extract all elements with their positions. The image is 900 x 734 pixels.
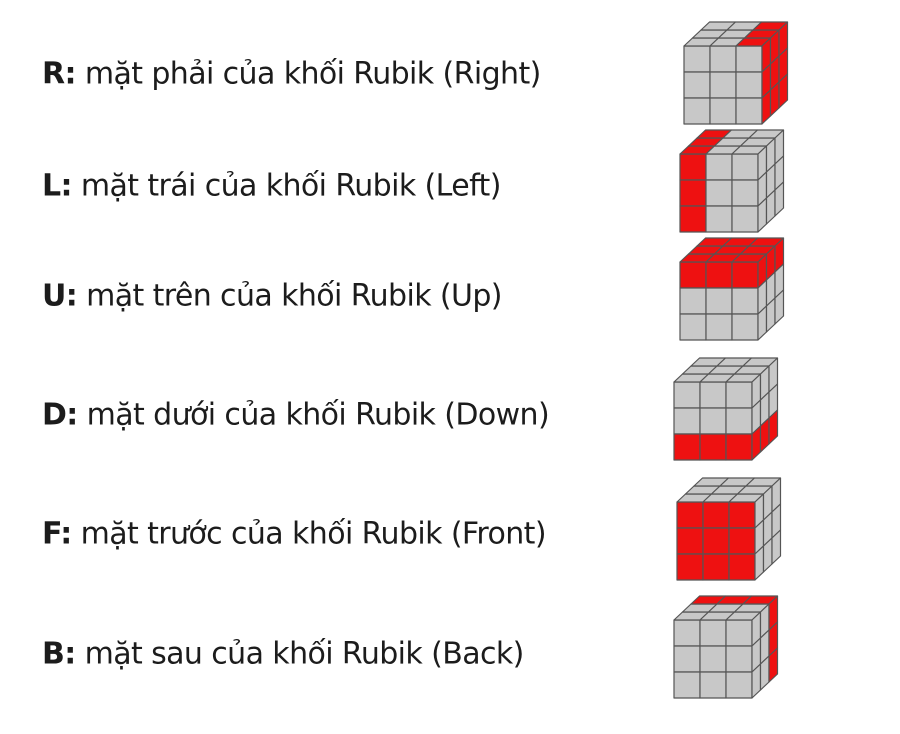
move-description: mặt sau của khối Rubik (Back) (75, 636, 525, 672)
rubik-cube-right-face-icon (683, 21, 789, 125)
move-description: mặt trên của khối Rubik (Up) (77, 278, 502, 314)
move-label: D: mặt dưới của khối Rubik (Down) (42, 397, 550, 433)
rubik-cube-front-face-icon (676, 477, 782, 581)
move-key: L: (42, 168, 73, 204)
move-row-left: L: mặt trái của khối Rubik (Left) (0, 129, 900, 240)
move-key: B: (42, 636, 76, 672)
move-row-front: F: mặt trước của khối Rubik (Front) (0, 477, 900, 588)
move-row-up: U: mặt trên của khối Rubik (Up) (0, 237, 900, 348)
move-label: F: mặt trước của khối Rubik (Front) (42, 516, 547, 552)
rubik-cube-down-face-icon (673, 357, 779, 461)
move-key: R: (42, 56, 77, 92)
move-label: R: mặt phải của khối Rubik (Right) (42, 57, 541, 92)
move-key: D: (42, 397, 78, 433)
move-key: F: (42, 516, 72, 552)
move-row-down: D: mặt dưới của khối Rubik (Down) (0, 357, 900, 468)
move-label: B: mặt sau của khối Rubik (Back) (42, 637, 524, 672)
move-description: mặt phải của khối Rubik (Right) (75, 56, 541, 92)
move-row-right: R: mặt phải của khối Rubik (Right) (0, 21, 900, 132)
move-description: mặt dưới của khối Rubik (Down) (77, 397, 550, 433)
move-description: mặt trái của khối Rubik (Left) (71, 168, 502, 204)
move-label: L: mặt trái của khối Rubik (Left) (42, 169, 501, 204)
rubik-cube-left-face-icon (679, 129, 785, 233)
rubik-cube-up-face-icon (679, 237, 785, 341)
move-row-back: B: mặt sau của khối Rubik (Back) (0, 595, 900, 706)
move-key: U: (42, 278, 78, 314)
rubik-cube-back-face-icon (673, 595, 779, 699)
move-label: U: mặt trên của khối Rubik (Up) (42, 278, 503, 314)
move-description: mặt trước của khối Rubik (Front) (71, 516, 547, 552)
